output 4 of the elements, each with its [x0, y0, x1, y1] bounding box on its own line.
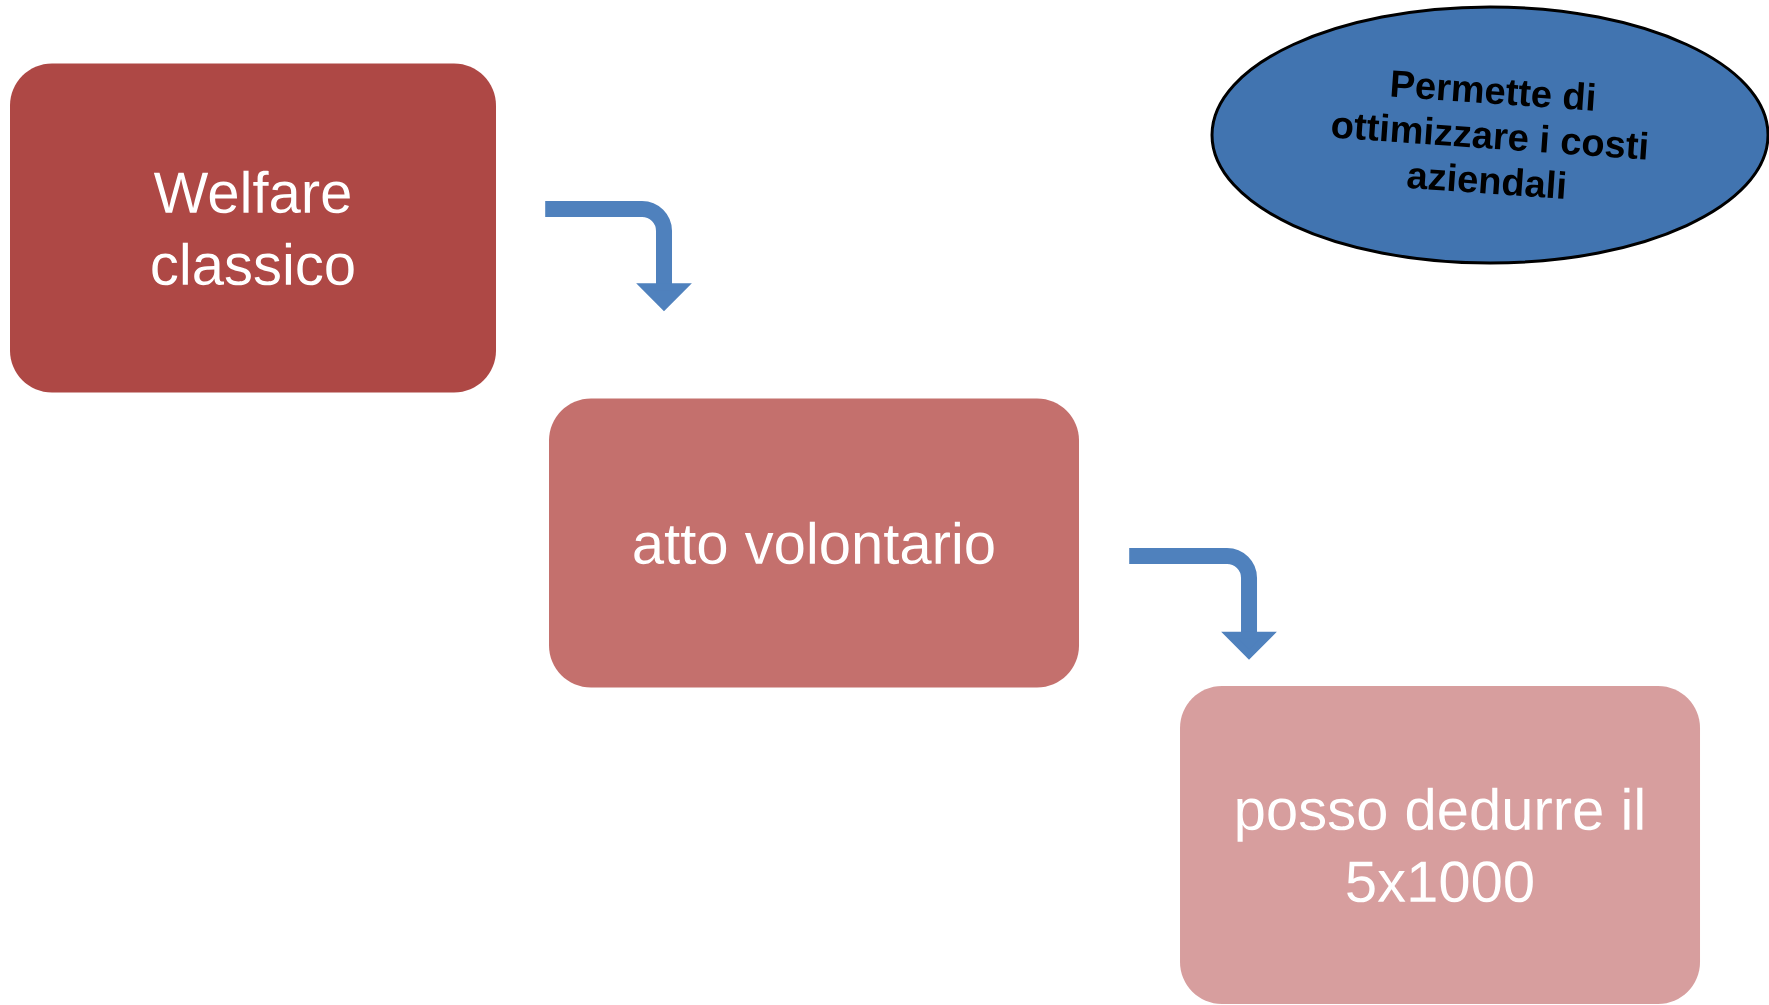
process-box: posso dedurre il 5x1000 — [1180, 686, 1700, 1004]
process-box: atto volontario — [549, 398, 1079, 688]
ellipse-callout: Permette di ottimizzare i costi aziendali — [1210, 5, 1769, 265]
process-box: Welfare classico — [10, 63, 496, 393]
